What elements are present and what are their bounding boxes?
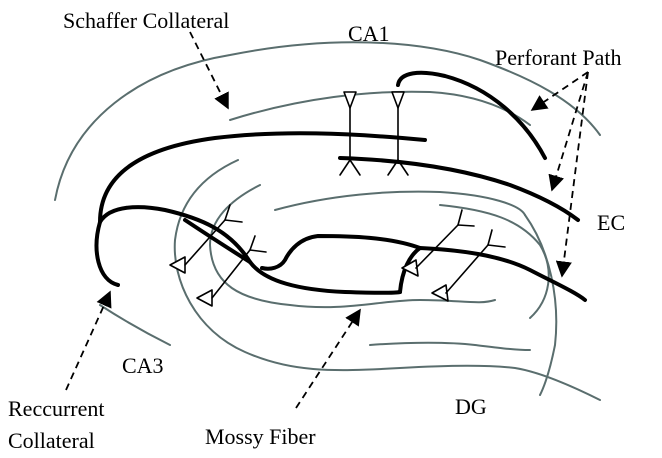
dg-label: DG [455,396,487,418]
dg-upper-boundary [275,192,525,215]
layer-outlines [55,42,600,400]
ca3-fiber-segment [185,220,250,262]
recurrent-label-line1: Reccurrent [8,398,105,420]
recurrent-label-line2: Collateral [8,430,95,452]
ca3-neuron-2 [197,236,266,306]
mossy-fiber-upper [262,236,420,269]
dg-lower-boundary [370,343,530,350]
perforant-path-fiber [398,73,545,158]
perforant-arrow-1 [532,72,588,110]
ec-label: EC [597,212,625,234]
schaffer-collateral-label: Schaffer Collateral [63,10,229,32]
dg-neuron-1 [402,210,474,276]
ca1-inner-boundary [230,92,530,125]
perforant-arrow-2 [552,72,588,190]
perforant-path-label: Perforant Path [495,47,621,69]
fibers [97,73,585,300]
ec-fiber [340,158,578,220]
recurrent-collateral-loop [97,207,400,293]
schaffer-arrow [190,32,228,108]
mossy-arrow [296,310,360,408]
mossy-fiber-label: Mossy Fiber [205,426,316,448]
ca3-label: CA3 [122,355,164,377]
ca1-label: CA1 [348,23,390,45]
ca3-inner-boundary [210,185,495,307]
lower-outline [100,305,170,345]
annotation-arrows [66,32,588,408]
